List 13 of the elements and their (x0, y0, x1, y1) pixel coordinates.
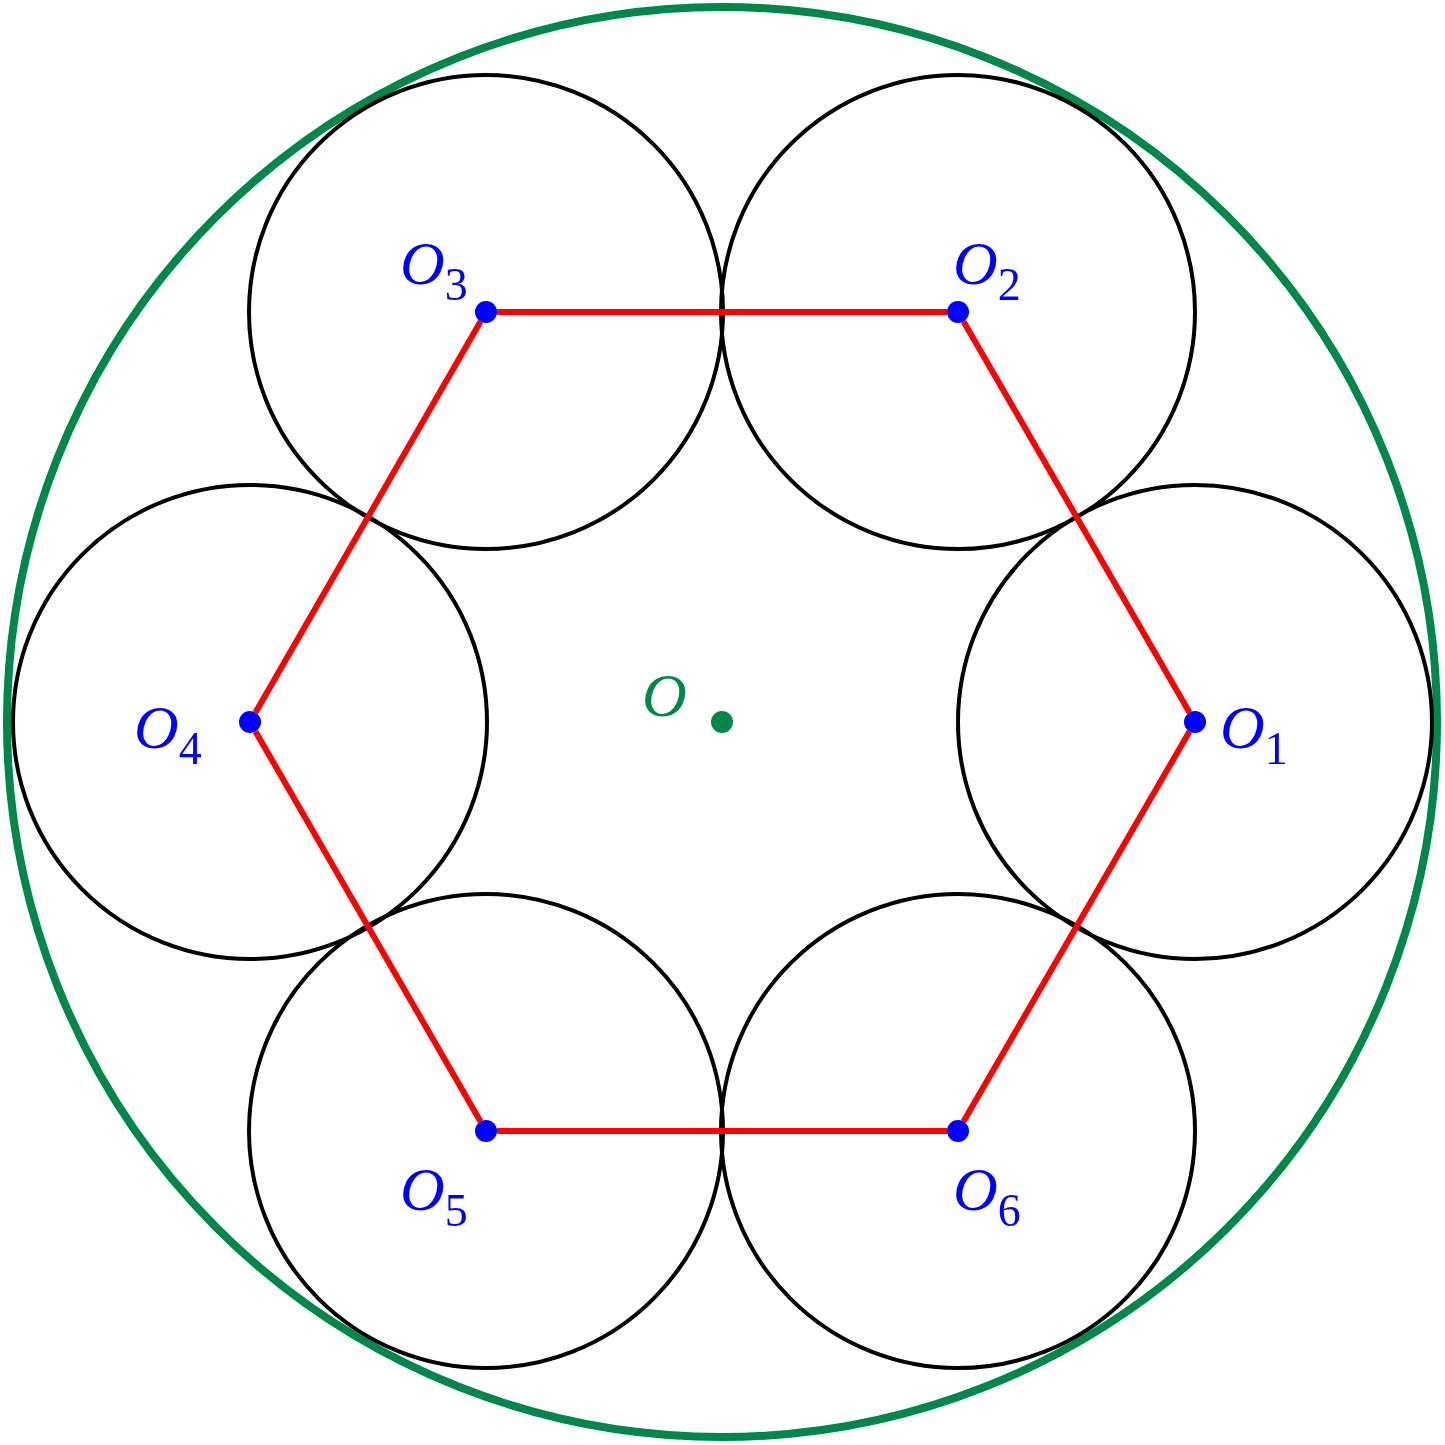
point-label: O (642, 664, 687, 726)
point-label: O$_{1}$ (1220, 696, 1288, 776)
point-label: O$_{4}$ (134, 696, 202, 776)
line-segment (497, 1128, 947, 1134)
point-label: O$_{3}$ (400, 232, 468, 312)
point-label: O$_{6}$ (953, 1158, 1021, 1238)
line-segment (960, 320, 1193, 714)
line-segment (252, 730, 484, 1123)
point-label: O$_{5}$ (400, 1158, 468, 1238)
line-segment (497, 309, 947, 315)
line-segment (252, 320, 484, 714)
line-segment (960, 730, 1193, 1123)
point-label: O$_{2}$ (953, 232, 1021, 312)
